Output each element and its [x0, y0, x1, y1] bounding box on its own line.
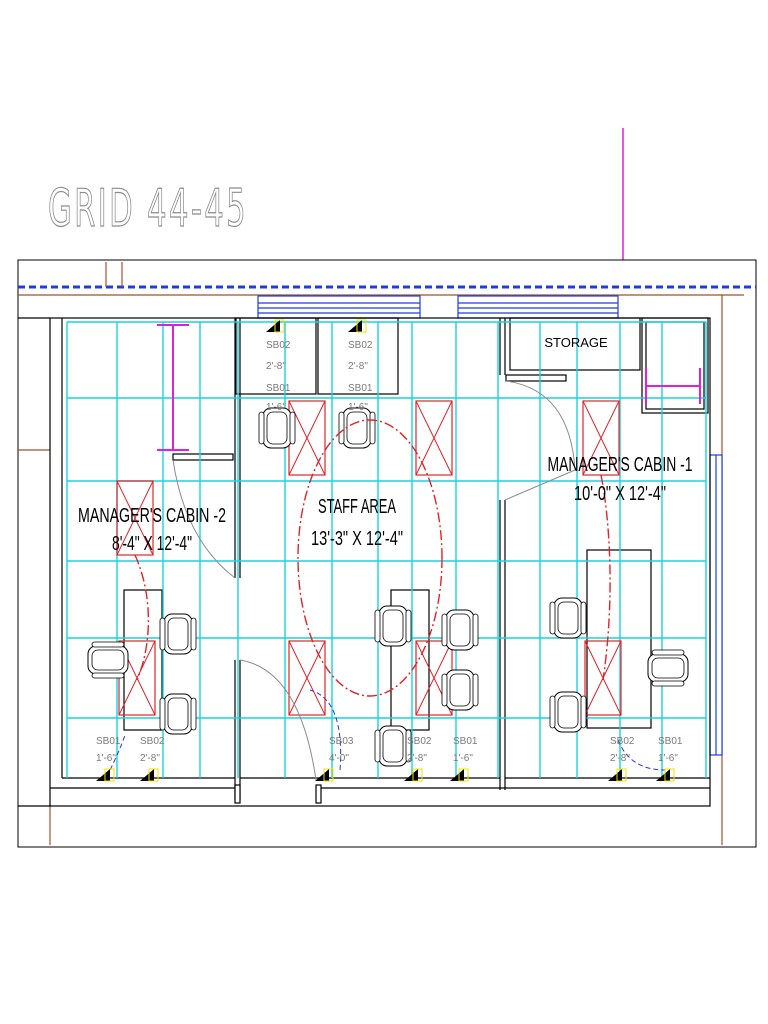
tag-code: SB01: [348, 383, 373, 394]
tag-size: 1'-6": [96, 753, 116, 764]
tag-size: 1'-6": [266, 402, 286, 413]
window-openings: [257, 295, 723, 756]
tag-code: SB02: [610, 736, 635, 747]
dimension-lines: [157, 324, 701, 451]
tag-size: 1'-6": [453, 753, 473, 764]
tag-size: 2'-8": [407, 753, 427, 764]
cabin2-size: 8'-4" X 12'-4": [112, 533, 192, 555]
storage-label: STORAGE: [544, 335, 608, 350]
tag-size: 2'-8": [266, 361, 286, 372]
tag-code: SB01: [266, 383, 291, 394]
storage-cabinets: [172, 317, 709, 461]
tag-size: 2'-8": [610, 753, 630, 764]
tag-code: SB03: [329, 736, 354, 747]
tag-code: SB01: [96, 736, 121, 747]
cabin1-name: MANAGER'S CABIN -1: [548, 454, 693, 476]
tag-code: SB02: [348, 340, 373, 351]
tag-size: 1'-6": [348, 402, 368, 413]
door-swings: [109, 380, 666, 781]
grid-title: GRID 44-45: [48, 179, 248, 239]
outer-boundary: [17, 259, 757, 848]
staff-area-name: STAFF AREA: [318, 496, 396, 518]
tag-code: SB02: [407, 736, 432, 747]
walls: [18, 317, 711, 807]
circuit-lines: [134, 419, 611, 697]
tag-code: SB01: [658, 736, 683, 747]
staff-area-size: 13'-3" X 12'-4": [311, 528, 403, 550]
tag-code: SB01: [453, 736, 478, 747]
tag-size: 2'-8": [140, 753, 160, 764]
tag-code: SB02: [266, 340, 291, 351]
tag-size: 4'-0": [329, 753, 349, 764]
tag-code: SB02: [140, 736, 165, 747]
tag-size: 2'-8": [348, 361, 368, 372]
cabin1-size: 10'-0" X 12'-4": [574, 483, 666, 505]
tag-size: 1'-6": [658, 753, 678, 764]
cabin2-name: MANAGER'S CABIN -2: [78, 505, 226, 527]
light-fixtures: [116, 400, 622, 716]
